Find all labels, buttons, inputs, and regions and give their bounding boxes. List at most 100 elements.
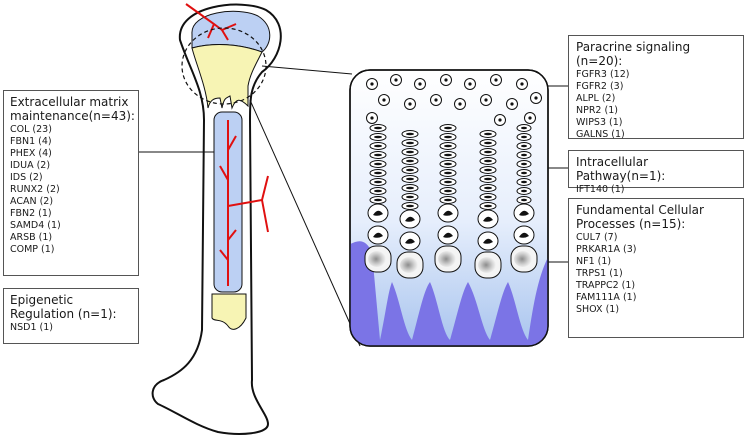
- cell-nucleus: [484, 204, 492, 208]
- cell-nucleus: [406, 177, 414, 181]
- zoom-line-top: [261, 65, 353, 75]
- cell-nucleus: [374, 189, 382, 193]
- bone-zone: [350, 240, 548, 346]
- gene-item: TRAPPC2 (1): [576, 280, 636, 291]
- hypertrophic-nucleus: [368, 251, 386, 267]
- cell-nucleus: [483, 216, 493, 222]
- gene-item: FGFR3 (12): [576, 69, 630, 80]
- cell-nucleus: [374, 198, 382, 202]
- long-bone: [151, 3, 282, 435]
- cell-nucleus: [370, 82, 374, 86]
- zoom-line-bottom: [249, 99, 361, 347]
- hypertrophic-nucleus: [438, 251, 456, 267]
- gene-item: WIPS3 (1): [576, 117, 623, 128]
- growth-plate-cartilage: [191, 44, 263, 110]
- hypertrophic-nucleus: [478, 257, 496, 273]
- cell-nucleus: [484, 132, 492, 136]
- cell-nucleus: [406, 195, 414, 199]
- cell-nucleus: [484, 98, 488, 102]
- cell-nucleus: [408, 102, 412, 106]
- growth-plate-magnified-icon: [349, 69, 549, 347]
- cell-nucleus: [521, 162, 527, 166]
- paracrine-gene-list: FGFR3 (12) FGFR2 (3) ALPL (2) NPR2 (1) W…: [576, 69, 736, 141]
- cell-nucleus: [444, 171, 452, 175]
- ecm-title: Extracellular matrix maintenance(n=43):: [10, 95, 135, 123]
- cell-nucleus: [444, 180, 452, 184]
- gene-item: ARSB (1): [10, 232, 53, 243]
- cell-nucleus: [484, 159, 492, 163]
- cell-nucleus: [484, 168, 492, 172]
- cell-nucleus: [405, 216, 415, 222]
- cell-nucleus: [520, 82, 524, 86]
- cell-nucleus: [373, 232, 383, 238]
- cell-nucleus: [534, 96, 538, 100]
- gene-item: IFT140 (1): [576, 184, 625, 195]
- cell-nucleus: [484, 141, 492, 145]
- cell-nucleus: [521, 198, 527, 202]
- cell-nucleus: [374, 171, 382, 175]
- cell-nucleus: [444, 135, 452, 139]
- cell-nucleus: [521, 135, 527, 139]
- hypertrophic-nucleus: [514, 251, 532, 267]
- cell-nucleus: [374, 144, 382, 148]
- cell-nucleus: [374, 162, 382, 166]
- cell-nucleus: [374, 180, 382, 184]
- gene-item: PHEX (4): [10, 148, 52, 159]
- gene-item: SAMD4 (1): [10, 220, 61, 231]
- intracellular-title: Intracellular Pathway(n=1):: [576, 155, 666, 183]
- ecm-gene-list: COL (23) FBN1 (4) PHEX (4) IDUA (2) IDS …: [10, 124, 132, 256]
- cell-nucleus: [521, 153, 527, 157]
- cell-nucleus: [406, 204, 414, 208]
- cell-nucleus: [458, 102, 462, 106]
- cell-nucleus: [521, 189, 527, 193]
- cell-nucleus: [374, 135, 382, 139]
- intracellular-category-box: Intracellular Pathway(n=1): IFT140 (1): [568, 150, 744, 195]
- gene-item: FBN2 (1): [10, 208, 52, 219]
- fundamental-gene-list: CUL7 (7) PRKAR1A (3) NF1 (1) TRPS1 (1) T…: [576, 232, 736, 316]
- cell-nucleus: [468, 82, 472, 86]
- cell-nucleus: [374, 126, 382, 130]
- cell-nucleus: [406, 159, 414, 163]
- cell-nucleus: [443, 210, 453, 216]
- cell-nucleus: [484, 186, 492, 190]
- cell-nucleus: [406, 168, 414, 172]
- intracellular-gene-list: IFT140 (1): [576, 184, 736, 196]
- cell-nucleus: [498, 118, 502, 122]
- gene-item: FAM111A (1): [576, 292, 637, 303]
- cell-nucleus: [374, 153, 382, 157]
- cell-nucleus: [405, 238, 415, 244]
- cell-nucleus: [382, 98, 386, 102]
- gene-item: SHOX (1): [576, 304, 620, 315]
- cell-nucleus: [394, 78, 398, 82]
- gene-item: IDS (2): [10, 172, 43, 183]
- cell-nucleus: [494, 78, 498, 82]
- cell-nucleus: [521, 126, 527, 130]
- cell-nucleus: [444, 153, 452, 157]
- gene-item: RUNX2 (2): [10, 184, 60, 195]
- gene-item: ALPL (2): [576, 93, 616, 104]
- gene-item: NSD1 (1): [10, 322, 53, 333]
- cell-nucleus: [406, 141, 414, 145]
- cell-nucleus: [444, 78, 448, 82]
- epigenetic-gene-list: NSD1 (1): [10, 322, 132, 334]
- cell-nucleus: [444, 144, 452, 148]
- fundamental-title: Fundamental Cellular Processes (n=15):: [576, 203, 704, 231]
- chondrocyte-columns: [364, 74, 542, 279]
- gene-item: PRKAR1A (3): [576, 244, 637, 255]
- cell-nucleus: [483, 238, 493, 244]
- cell-nucleus: [406, 132, 414, 136]
- gene-item: FGFR2 (3): [576, 81, 624, 92]
- cell-nucleus: [406, 150, 414, 154]
- cell-nucleus: [519, 232, 529, 238]
- cell-nucleus: [444, 162, 452, 166]
- cell-nucleus: [444, 198, 452, 202]
- cell-nucleus: [484, 150, 492, 154]
- cell-nucleus: [484, 177, 492, 181]
- cell-nucleus: [510, 102, 514, 106]
- gene-item: ACAN (2): [10, 196, 54, 207]
- epigenetic-title: Epigenetic Regulation (n=1):: [10, 293, 117, 321]
- gene-item: NPR2 (1): [576, 105, 618, 116]
- gene-item: TRPS1 (1): [576, 268, 623, 279]
- cell-nucleus: [373, 210, 383, 216]
